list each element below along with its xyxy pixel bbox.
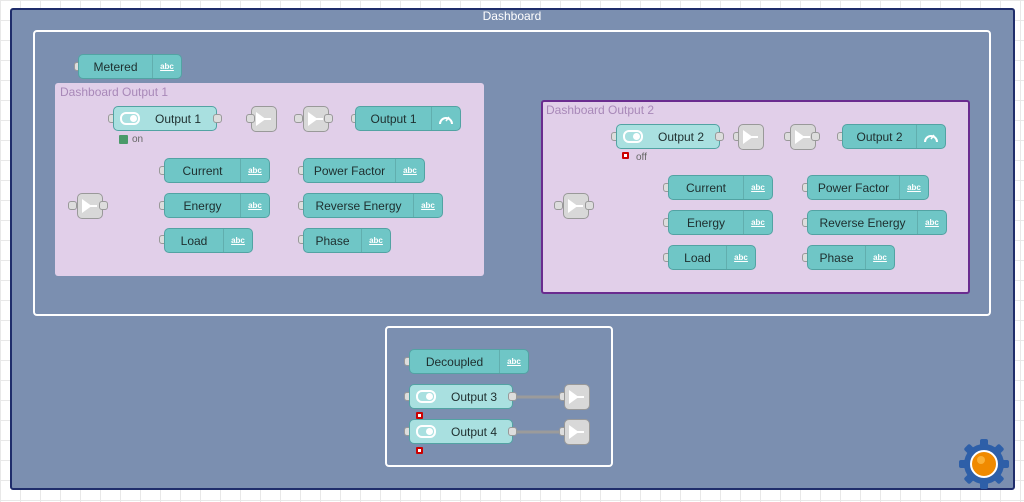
switch-label: Output 1 <box>154 111 202 126</box>
text-node-phase[interactable]: Phase abc <box>807 245 895 270</box>
text-icon: abc <box>743 176 772 199</box>
flow-group-label: Dashboard Output 2 <box>546 103 655 117</box>
switch-node-output-2[interactable]: Output 2 <box>616 124 720 149</box>
output-port[interactable] <box>715 132 724 141</box>
gauge-node-output-2[interactable]: Output 2 <box>842 124 946 149</box>
gauge-icon <box>916 125 945 148</box>
text-icon: abc <box>361 229 390 252</box>
text-icon: abc <box>917 211 946 234</box>
text-node-current[interactable]: Current abc <box>668 175 773 200</box>
text-node-load[interactable]: Load abc <box>164 228 253 253</box>
text-icon: abc <box>395 159 424 182</box>
node-label: Current <box>685 180 726 195</box>
output-port[interactable] <box>585 201 594 210</box>
text-icon: abc <box>240 159 269 182</box>
toggle-icon <box>416 425 436 438</box>
output-port[interactable] <box>324 114 333 123</box>
toggle-icon <box>120 112 140 125</box>
input-port[interactable] <box>554 201 563 210</box>
text-icon: abc <box>899 176 928 199</box>
decoupled-frame <box>385 326 613 467</box>
node-label: Load <box>180 233 208 248</box>
status-dot-off <box>622 152 629 159</box>
node-label: Phase <box>819 250 854 265</box>
decoupled-label: Decoupled <box>425 354 484 369</box>
text-node-energy[interactable]: Energy abc <box>164 193 270 218</box>
text-icon: abc <box>865 246 894 269</box>
node-label: Current <box>182 163 223 178</box>
link-in-node[interactable] <box>563 193 589 219</box>
metered-label: Metered <box>93 59 138 74</box>
switch-node-output-4[interactable]: Output 4 <box>409 419 513 444</box>
switch-node-output-3[interactable]: Output 3 <box>409 384 513 409</box>
text-node-reverse-energy[interactable]: Reverse Energy abc <box>303 193 443 218</box>
status-dot-off <box>416 412 423 419</box>
text-icon: abc <box>152 55 181 78</box>
link-out-node[interactable] <box>564 384 590 410</box>
switch-label: Output 4 <box>450 424 498 439</box>
text-icon: abc <box>413 194 442 217</box>
text-icon: abc <box>223 229 252 252</box>
node-label: Load <box>684 250 711 265</box>
flow-group-label: Dashboard Output 1 <box>60 85 169 99</box>
switch-label: Output 3 <box>450 389 498 404</box>
gauge-icon <box>431 107 460 130</box>
text-node-phase[interactable]: Phase abc <box>303 228 391 253</box>
switch-label: Output 2 <box>657 129 705 144</box>
node-label: Power Factor <box>817 180 890 195</box>
link-out-node[interactable] <box>564 419 590 445</box>
output-port[interactable] <box>213 114 222 123</box>
text-node-current[interactable]: Current abc <box>164 158 270 183</box>
status-dot-off <box>416 447 423 454</box>
text-node-load[interactable]: Load abc <box>668 245 756 270</box>
gauge-label: Output 2 <box>856 129 903 144</box>
text-icon: abc <box>240 194 269 217</box>
node-label: Energy <box>686 215 726 230</box>
output-port[interactable] <box>508 427 517 436</box>
toggle-icon <box>416 390 436 403</box>
input-port[interactable] <box>294 114 303 123</box>
metered-node[interactable]: Metered abc <box>78 54 182 79</box>
text-node-reverse-energy[interactable]: Reverse Energy abc <box>807 210 947 235</box>
text-icon: abc <box>726 246 755 269</box>
status-text: off <box>636 152 647 163</box>
node-label: Reverse Energy <box>315 198 402 213</box>
gauge-node-output-1[interactable]: Output 1 <box>355 106 461 131</box>
dashboard-frame <box>33 30 991 316</box>
status-text: on <box>132 134 144 145</box>
node-label: Power Factor <box>313 163 386 178</box>
text-icon: abc <box>499 350 528 373</box>
gauge-label: Output 1 <box>370 111 417 126</box>
node-label: Reverse Energy <box>819 215 906 230</box>
input-port[interactable] <box>246 114 255 123</box>
text-node-power-factor[interactable]: Power Factor abc <box>303 158 425 183</box>
node-label: Phase <box>315 233 350 248</box>
dashboard-title: Dashboard <box>482 9 542 23</box>
text-node-power-factor[interactable]: Power Factor abc <box>807 175 929 200</box>
text-node-energy[interactable]: Energy abc <box>668 210 773 235</box>
link-out-node[interactable] <box>738 124 764 150</box>
text-icon: abc <box>743 211 772 234</box>
gear-icon[interactable] <box>958 438 1010 490</box>
output-port[interactable] <box>811 132 820 141</box>
node-label: Energy <box>183 198 222 213</box>
switch-node-output-1[interactable]: Output 1 <box>113 106 217 131</box>
input-port[interactable] <box>68 201 77 210</box>
toggle-icon <box>623 130 643 143</box>
decoupled-node[interactable]: Decoupled abc <box>409 349 529 374</box>
status-dot-on <box>119 135 128 144</box>
output-port[interactable] <box>508 392 517 401</box>
output-port[interactable] <box>99 201 108 210</box>
